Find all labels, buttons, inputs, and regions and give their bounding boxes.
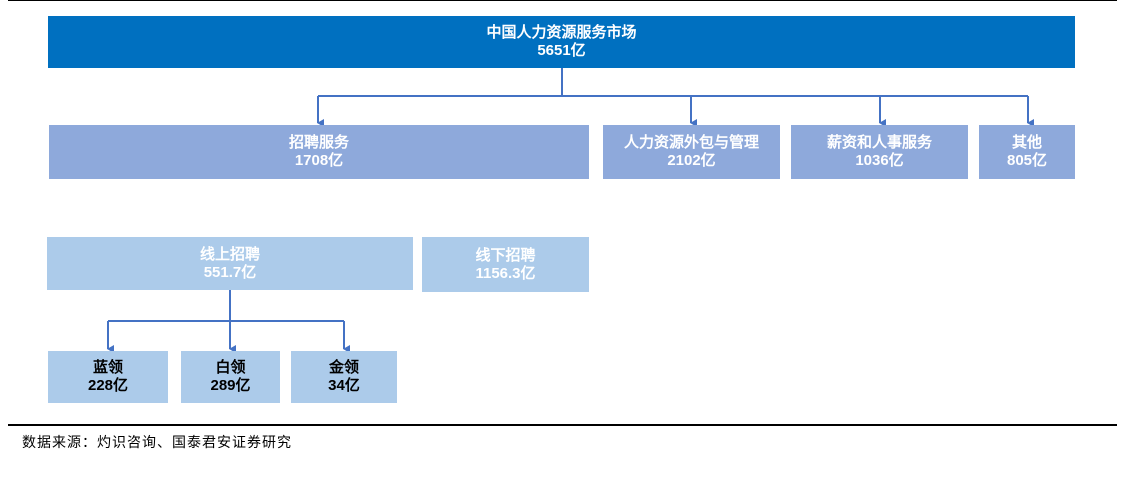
node-outsourcing-value: 2102亿 [667, 152, 716, 169]
node-gold: 金领 34亿 [291, 351, 397, 403]
node-white-title: 白领 [215, 359, 246, 376]
node-payroll-title: 薪资和人事服务 [826, 134, 932, 151]
node-recruit-title: 招聘服务 [288, 134, 349, 151]
node-recruit: 招聘服务 1708亿 [49, 125, 589, 179]
node-online-value: 551.7亿 [203, 263, 257, 281]
node-gold-title: 金领 [328, 359, 359, 376]
node-blue: 蓝领 228亿 [48, 351, 168, 403]
node-recruit-value: 1708亿 [294, 152, 344, 169]
bottom-rule [8, 424, 1117, 426]
node-root: 中国人力资源服务市场 5651亿 [48, 16, 1075, 68]
node-white: 白领 289亿 [181, 351, 280, 403]
node-payroll: 薪资和人事服务 1036亿 [791, 125, 968, 179]
node-offline-title: 线下招聘 [475, 246, 536, 264]
node-outsourcing: 人力资源外包与管理 2102亿 [603, 125, 780, 179]
node-other: 其他 805亿 [979, 125, 1075, 179]
node-other-value: 805亿 [1006, 152, 1048, 169]
node-payroll-value: 1036亿 [855, 152, 904, 169]
node-gold-value: 34亿 [328, 377, 360, 394]
node-online-title: 线上招聘 [199, 245, 260, 263]
node-offline-value: 1156.3亿 [475, 264, 536, 282]
node-offline: 线下招聘 1156.3亿 [422, 237, 589, 292]
node-blue-value: 228亿 [87, 377, 129, 394]
node-blue-title: 蓝领 [92, 359, 123, 376]
top-rule [8, 0, 1117, 1]
node-online: 线上招聘 551.7亿 [47, 237, 413, 290]
source-note: 数据来源：灼识咨询、国泰君安证券研究 [22, 435, 292, 451]
node-root-value: 5651亿 [537, 42, 586, 59]
node-outsourcing-title: 人力资源外包与管理 [623, 134, 759, 151]
node-root-title: 中国人力资源服务市场 [486, 24, 637, 41]
node-other-title: 其他 [1011, 134, 1042, 151]
node-white-value: 289亿 [210, 377, 251, 394]
